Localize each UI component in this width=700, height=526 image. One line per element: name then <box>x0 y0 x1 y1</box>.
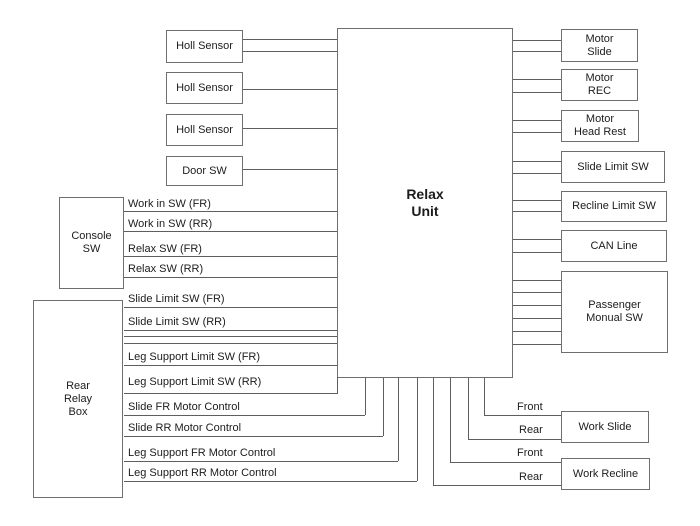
box-recline-limit-sw: Recline Limit SW <box>561 191 667 222</box>
wire-slide-fr-motor-control <box>124 415 365 416</box>
wire-motor-rec-a <box>513 79 561 80</box>
box-can-line: CAN Line <box>561 230 667 262</box>
box-holl-sensor-3: Holl Sensor <box>166 114 243 146</box>
can-line-label: CAN Line <box>590 239 638 252</box>
wire-relax-sw-fr <box>124 256 337 257</box>
wire-slide-limit-sw-a <box>513 161 561 162</box>
wire-holl-sensor-1-b <box>243 51 337 52</box>
wire-leg-support-limit-sw-fr <box>124 365 337 366</box>
wire-label-relax-sw-fr: Relax SW (FR) <box>128 243 202 255</box>
holl-sensor-2-label: Holl Sensor <box>176 81 233 94</box>
wire-unlabeled-2 <box>124 343 337 344</box>
wire-label-slide-fr-motor-control: Slide FR Motor Control <box>128 401 240 413</box>
wire-recline-limit-sw-a <box>513 200 561 201</box>
label-work-recline-front: Front <box>517 447 543 459</box>
recline-limit-sw-label: Recline Limit SW <box>572 200 656 212</box>
wire-label-work-in-sw-rr: Work in SW (RR) <box>128 218 213 230</box>
wire-recline-limit-sw-b <box>513 211 561 212</box>
box-work-recline: Work Recline <box>561 458 650 490</box>
wire-label-slide-rr-motor-control: Slide RR Motor Control <box>128 422 242 434</box>
wire-motor-head-rest-a <box>513 120 561 121</box>
box-console-sw: Console SW <box>59 197 124 289</box>
wire-work-slide-front-riser <box>484 378 485 415</box>
box-motor-head-rest: Motor Head Rest <box>561 110 639 142</box>
rear-relay-box-label: Rear Relay Box <box>63 379 93 418</box>
wire-work-in-sw-rr <box>124 231 337 232</box>
wire-work-recline-front-riser <box>450 378 451 462</box>
wire-slide-limit-sw-rr <box>124 330 337 331</box>
wire-can-line-a <box>513 239 561 240</box>
box-motor-slide: Motor Slide <box>561 29 638 62</box>
wire-leg-support-fr-motor-control <box>124 461 398 462</box>
holl-sensor-3-label: Holl Sensor <box>176 123 233 136</box>
work-slide-label: Work Slide <box>578 420 632 433</box>
wire-holl-sensor-3 <box>243 128 337 129</box>
wire-work-recline-rear <box>433 485 561 486</box>
motor-rec-label: Motor REC <box>585 72 614 97</box>
wire-leg-support-rr-motor-control-riser <box>417 378 418 481</box>
wire-label-relax-sw-rr: Relax SW (RR) <box>128 263 204 275</box>
wire-leg-support-rr-motor-control <box>124 481 417 482</box>
relax-unit-label: Relax Unit <box>406 186 444 219</box>
wire-passenger-5 <box>513 331 561 332</box>
wire-label-slide-limit-sw-rr: Slide Limit SW (RR) <box>128 316 226 328</box>
wire-leg-support-fr-motor-control-riser <box>398 378 399 461</box>
door-sw-label: Door SW <box>182 164 227 177</box>
box-motor-rec: Motor REC <box>561 69 638 101</box>
box-rear-relay-box: Rear Relay Box <box>33 300 123 498</box>
wire-label-leg-support-limit-sw-rr: Leg Support Limit SW (RR) <box>128 376 262 388</box>
motor-slide-label: Motor Slide <box>585 32 614 58</box>
wire-leg-support-limit-sw-rr <box>124 393 338 394</box>
wire-passenger-4 <box>513 318 561 319</box>
wire-slide-limit-sw-fr <box>124 307 337 308</box>
passenger-monual-sw-label: Passenger Monual SW <box>586 299 643 324</box>
wire-slide-limit-sw-b <box>513 173 561 174</box>
wire-label-work-in-sw-fr: Work in SW (FR) <box>128 198 211 210</box>
box-slide-limit-sw: Slide Limit SW <box>561 151 665 183</box>
wire-passenger-2 <box>513 292 561 293</box>
wire-label-leg-support-rr-motor-control: Leg Support RR Motor Control <box>128 467 277 479</box>
motor-head-rest-label: Motor Head Rest <box>574 113 626 138</box>
wire-motor-slide-b <box>513 51 561 52</box>
label-work-slide-rear: Rear <box>519 424 543 436</box>
wire-motor-head-rest-b <box>513 132 561 133</box>
box-work-slide: Work Slide <box>561 411 649 443</box>
wire-label-slide-limit-sw-fr: Slide Limit SW (FR) <box>128 293 225 305</box>
slide-limit-sw-label: Slide Limit SW <box>577 160 649 173</box>
wire-can-line-b <box>513 252 561 253</box>
wire-motor-slide-a <box>513 40 561 41</box>
work-recline-label: Work Recline <box>572 467 639 480</box>
wire-work-in-sw-fr <box>124 211 337 212</box>
wire-passenger-6 <box>513 344 561 345</box>
wire-passenger-3 <box>513 305 561 306</box>
wire-work-slide-rear <box>468 439 561 440</box>
wire-leg-support-limit-sw-rr-riser <box>337 377 338 393</box>
wire-work-recline-front <box>450 462 561 463</box>
wire-work-recline-rear-riser <box>433 378 434 485</box>
wire-holl-sensor-2 <box>243 89 337 90</box>
box-relax-unit: Relax Unit <box>337 28 513 378</box>
wire-slide-fr-motor-control-riser <box>365 378 366 415</box>
wire-motor-rec-b <box>513 92 561 93</box>
console-sw-label: Console SW <box>71 230 112 255</box>
wire-slide-rr-motor-control-riser <box>383 378 384 436</box>
wire-passenger-1 <box>513 280 561 281</box>
wire-door-sw <box>243 169 337 170</box>
wire-work-slide-rear-riser <box>468 378 469 439</box>
box-passenger-monual-sw: Passenger Monual SW <box>561 271 668 353</box>
box-door-sw: Door SW <box>166 156 243 186</box>
wire-work-slide-front <box>484 415 561 416</box>
wire-label-leg-support-limit-sw-fr: Leg Support Limit SW (FR) <box>128 351 261 363</box>
wire-relax-sw-rr <box>124 277 337 278</box>
box-holl-sensor-1: Holl Sensor <box>166 30 243 63</box>
label-work-slide-front: Front <box>517 401 543 413</box>
wire-slide-rr-motor-control <box>124 436 383 437</box>
box-holl-sensor-2: Holl Sensor <box>166 72 243 104</box>
wire-unlabeled-1 <box>124 336 337 337</box>
label-work-recline-rear: Rear <box>519 471 543 483</box>
wire-label-leg-support-fr-motor-control: Leg Support FR Motor Control <box>128 447 276 459</box>
holl-sensor-1-label: Holl Sensor <box>176 40 233 52</box>
wire-holl-sensor-1-a <box>243 39 337 40</box>
